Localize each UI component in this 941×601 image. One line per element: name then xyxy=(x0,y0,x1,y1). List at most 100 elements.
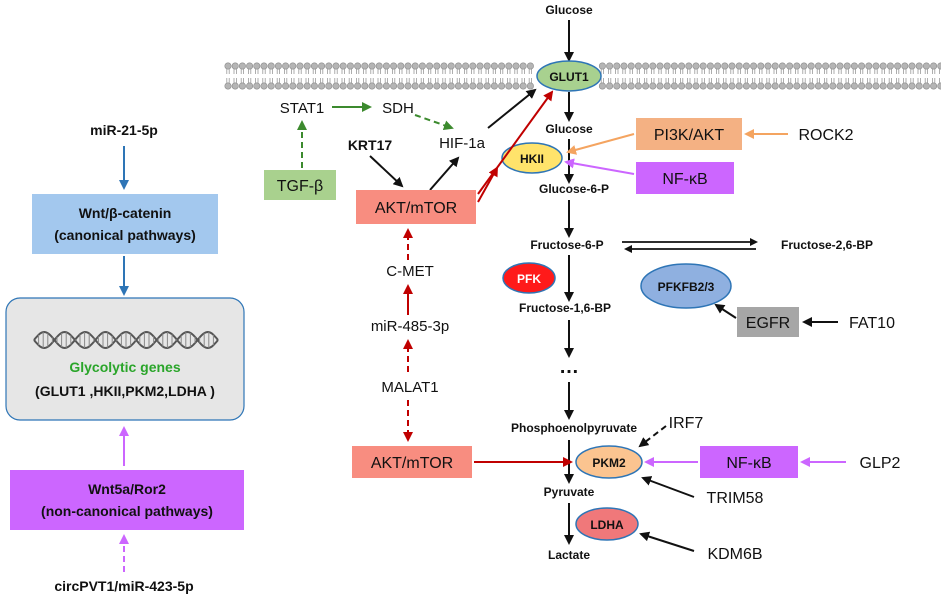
lipid-head xyxy=(620,62,628,70)
irf7-to-pkm2-arrow xyxy=(638,425,667,448)
hkii-label: HKII xyxy=(520,152,544,166)
lipid-head xyxy=(224,62,232,70)
lipid-head xyxy=(915,62,923,70)
lipid-head xyxy=(390,82,398,90)
lipid-head xyxy=(447,62,455,70)
kdm6b-label: KDM6B xyxy=(707,546,762,563)
glucose-top-label: Glucose xyxy=(545,3,593,17)
lipid-head xyxy=(879,82,887,90)
lipid-head xyxy=(368,82,376,90)
lipid-head xyxy=(886,82,894,90)
lipid-head xyxy=(908,62,916,70)
lipid-head xyxy=(318,62,326,70)
lipid-head xyxy=(411,62,419,70)
lipid-head xyxy=(253,82,261,90)
right-regulators: PI3K/AKT ROCK2 NF-κB EGFR FAT10 IRF7 NF-… xyxy=(564,118,901,563)
f6p-label: Fructose-6-P xyxy=(530,238,603,252)
tgfb-box xyxy=(264,170,336,200)
wnt-canonical-line2: (canonical pathways) xyxy=(54,227,196,243)
pyruvate-label: Pyruvate xyxy=(544,485,595,499)
lipid-head xyxy=(246,62,254,70)
sdh-to-hif1a-arrow xyxy=(414,114,454,131)
lipid-head xyxy=(361,82,369,90)
lipid-head xyxy=(822,82,830,90)
lipid-head xyxy=(404,62,412,70)
lipid-head xyxy=(282,62,290,70)
lipid-head xyxy=(850,62,858,70)
lipid-head xyxy=(642,82,650,90)
f16bp-label: Fructose-1,6-BP xyxy=(519,301,611,315)
lipid-head xyxy=(469,62,477,70)
egfr-box xyxy=(737,307,799,337)
rock2-label: ROCK2 xyxy=(798,127,853,144)
lipid-head xyxy=(872,62,880,70)
wnt-canonical-line1: Wnt/β-catenin xyxy=(79,205,172,221)
glycolysis-pathway: Glucose GLUT1 Glucose HKII Glucose-6-P F… xyxy=(501,3,873,562)
lipid-head xyxy=(598,82,606,90)
lipid-head xyxy=(879,62,887,70)
lipid-head xyxy=(454,62,462,70)
lipid-head xyxy=(627,82,635,90)
ellipsis-label: … xyxy=(559,356,579,378)
lipid-head xyxy=(433,62,441,70)
lipid-head xyxy=(850,82,858,90)
lipid-head xyxy=(397,82,405,90)
lipid-head xyxy=(433,82,441,90)
lipid-head xyxy=(462,62,470,70)
lipid-head xyxy=(310,82,318,90)
lipid-head xyxy=(721,62,729,70)
lipid-head xyxy=(793,82,801,90)
lipid-head xyxy=(735,62,743,70)
lipid-head xyxy=(325,82,333,90)
ldha-node xyxy=(575,507,639,541)
cmet-label: C-MET xyxy=(386,263,434,280)
nfkb-top-label: NF-κB xyxy=(662,171,707,188)
lipid-head xyxy=(757,82,765,90)
lipid-head xyxy=(505,62,513,70)
wnt5a-box xyxy=(10,470,244,530)
lipid-head xyxy=(404,82,412,90)
lipid-head xyxy=(692,62,700,70)
lipid-head xyxy=(656,62,664,70)
lipid-head xyxy=(663,62,671,70)
lipid-head xyxy=(865,82,873,90)
lipid-head xyxy=(908,82,916,90)
lipid-head xyxy=(894,82,902,90)
lipid-head xyxy=(231,62,239,70)
lipid-head xyxy=(915,82,923,90)
lipid-head xyxy=(512,62,520,70)
hkii-node xyxy=(501,142,563,174)
lipid-head xyxy=(656,82,664,90)
pi3k-akt-box xyxy=(636,118,742,150)
stat1-label: STAT1 xyxy=(280,100,324,117)
lipid-head xyxy=(519,62,527,70)
lipid-head xyxy=(606,82,614,90)
lipid-head xyxy=(375,62,383,70)
lipid-head xyxy=(742,82,750,90)
lipid-head xyxy=(282,82,290,90)
lipid-head xyxy=(685,62,693,70)
left-panel: miR-21-5p Wnt/β-catenin (canonical pathw… xyxy=(5,122,245,594)
pfk-node xyxy=(502,262,556,294)
lipid-head xyxy=(447,82,455,90)
wnt5a-line2: (non-canonical pathways) xyxy=(41,503,213,519)
egfr-to-pfkfb-arrow xyxy=(714,303,737,319)
akt-mtor-bottom-label: AKT/mTOR xyxy=(371,455,453,472)
lipid-head xyxy=(829,62,837,70)
lipid-head xyxy=(303,82,311,90)
trim58-to-pkm2-arrow xyxy=(641,476,695,498)
lipid-head xyxy=(318,82,326,90)
lipid-head xyxy=(764,62,772,70)
nfkb-to-hkii-arrow xyxy=(564,158,635,175)
lipid-head xyxy=(836,62,844,70)
lipid-head xyxy=(649,82,657,90)
lipid-head xyxy=(296,62,304,70)
lipid-head xyxy=(469,82,477,90)
lipid-head xyxy=(894,62,902,70)
lipid-head xyxy=(454,82,462,90)
lipid-head xyxy=(778,82,786,90)
akt-mtor-bottom-box xyxy=(352,446,472,478)
lipid-head xyxy=(843,62,851,70)
lipid-head xyxy=(332,62,340,70)
